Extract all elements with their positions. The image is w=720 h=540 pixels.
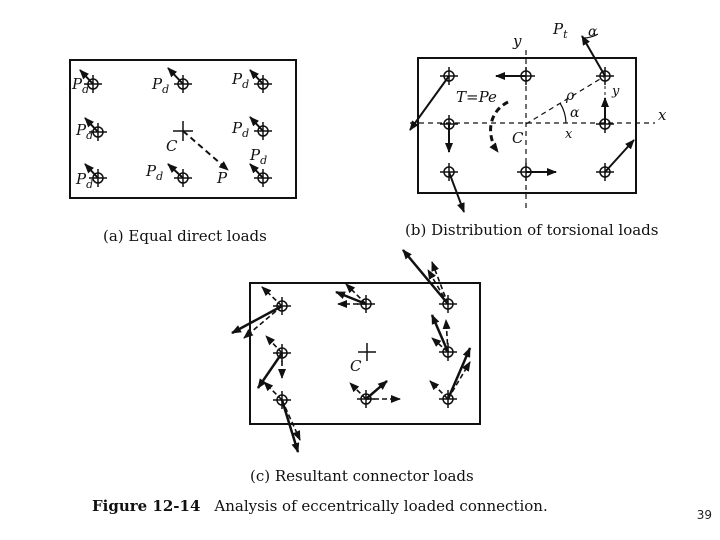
pd-label-a5: Pd <box>231 119 249 140</box>
torsion-arrow-b8 <box>604 139 635 173</box>
load-arrow-a1 <box>79 69 94 85</box>
y-axis-label: y <box>512 32 522 50</box>
torsion-arrow-b6 <box>448 171 465 213</box>
component-arrow-c5a <box>442 319 451 353</box>
figure-number: Figure 12-14 <box>92 497 201 515</box>
plate-a <box>69 59 297 199</box>
component-arrow-c8a <box>429 380 449 400</box>
caption-a: (a) Equal direct loads <box>103 227 267 245</box>
panel-c: C <box>231 249 481 453</box>
component-arrow-c4a <box>265 335 283 354</box>
pd-label-a6: Pd <box>75 170 93 191</box>
pt-label: Pt <box>552 20 568 41</box>
resultant-arrow-c1 <box>231 304 283 335</box>
centroid-label-c: C <box>350 357 362 375</box>
component-arrow-c3b <box>427 269 449 305</box>
figure-caption: Figure 12-14 Analysis of eccentrically lo… <box>92 497 548 515</box>
applied-load-arrow <box>182 130 229 171</box>
resultant-arrow-c6 <box>280 399 300 453</box>
torque-label: T=Pe <box>456 88 497 106</box>
pd-label-a4: Pd <box>75 121 93 142</box>
component-arrow-c1b <box>243 305 283 339</box>
angle-arc-top <box>581 33 599 39</box>
plate-c <box>249 282 481 425</box>
resultant-arrow-c4 <box>256 352 284 389</box>
pd-label-a7: Pd <box>145 162 163 183</box>
component-arrow-c1a <box>261 286 283 307</box>
page-number: 39 <box>696 508 712 522</box>
component-arrow-c6b <box>281 399 301 441</box>
pd-label-a3: Pd <box>231 70 249 91</box>
resultant-arrow-c3 <box>402 249 449 305</box>
torsion-arrow-b1 <box>409 75 450 131</box>
alpha-label-top: α <box>588 24 598 40</box>
x-axis-label: x <box>658 106 667 124</box>
load-arrow-a3 <box>249 69 264 85</box>
radius-line <box>525 75 606 125</box>
component-arrow-c2a <box>345 283 367 305</box>
caption-b: (b) Distribution of torsional loads <box>405 221 659 239</box>
alpha-label-center: α <box>570 105 580 121</box>
resultant-arrow-c8 <box>446 347 472 400</box>
applied-load-label: P <box>216 169 228 187</box>
torque-arrow <box>489 100 509 153</box>
component-arrow-c8b <box>447 361 471 400</box>
centroid-cross-c <box>358 343 376 361</box>
component-arrow-c7a <box>349 382 367 400</box>
resultant-arrow-c2 <box>335 290 367 306</box>
torsion-arrow-b3 <box>581 35 606 77</box>
angle-arc-center <box>559 102 567 124</box>
component-arrow-c5b <box>431 337 449 353</box>
resultant-arrow-c5 <box>430 314 450 353</box>
load-arrow-a2 <box>167 67 184 85</box>
centroid-label-a: C <box>166 137 178 155</box>
caption-c: (c) Resultant connector loads <box>250 467 474 485</box>
load-arrow-a7 <box>167 163 184 179</box>
component-arrow-c6a <box>263 381 283 401</box>
y-coord-label: y <box>611 84 620 99</box>
panel-a: Pd Pd Pd Pd Pd Pd Pd Pd C P <box>69 59 297 199</box>
x-coord-label: x <box>565 127 573 142</box>
figure-title: Analysis of eccentrically loaded connect… <box>214 497 548 515</box>
pd-label-a2: Pd <box>151 75 169 96</box>
load-arrow-a5 <box>249 116 264 132</box>
load-arrow-a4 <box>84 117 99 133</box>
load-arrow-a8 <box>249 163 264 179</box>
pd-label-a1: Pd <box>71 75 89 96</box>
resultant-arrow-c7 <box>365 380 388 400</box>
rho-label: ρ <box>565 88 575 104</box>
panel-b: y x T=Pe C Pt α ρ α x y <box>409 20 667 213</box>
pd-label-a8: Pd <box>249 146 267 167</box>
centroid-label-b: C <box>512 129 524 147</box>
load-arrow-a6 <box>84 163 99 179</box>
